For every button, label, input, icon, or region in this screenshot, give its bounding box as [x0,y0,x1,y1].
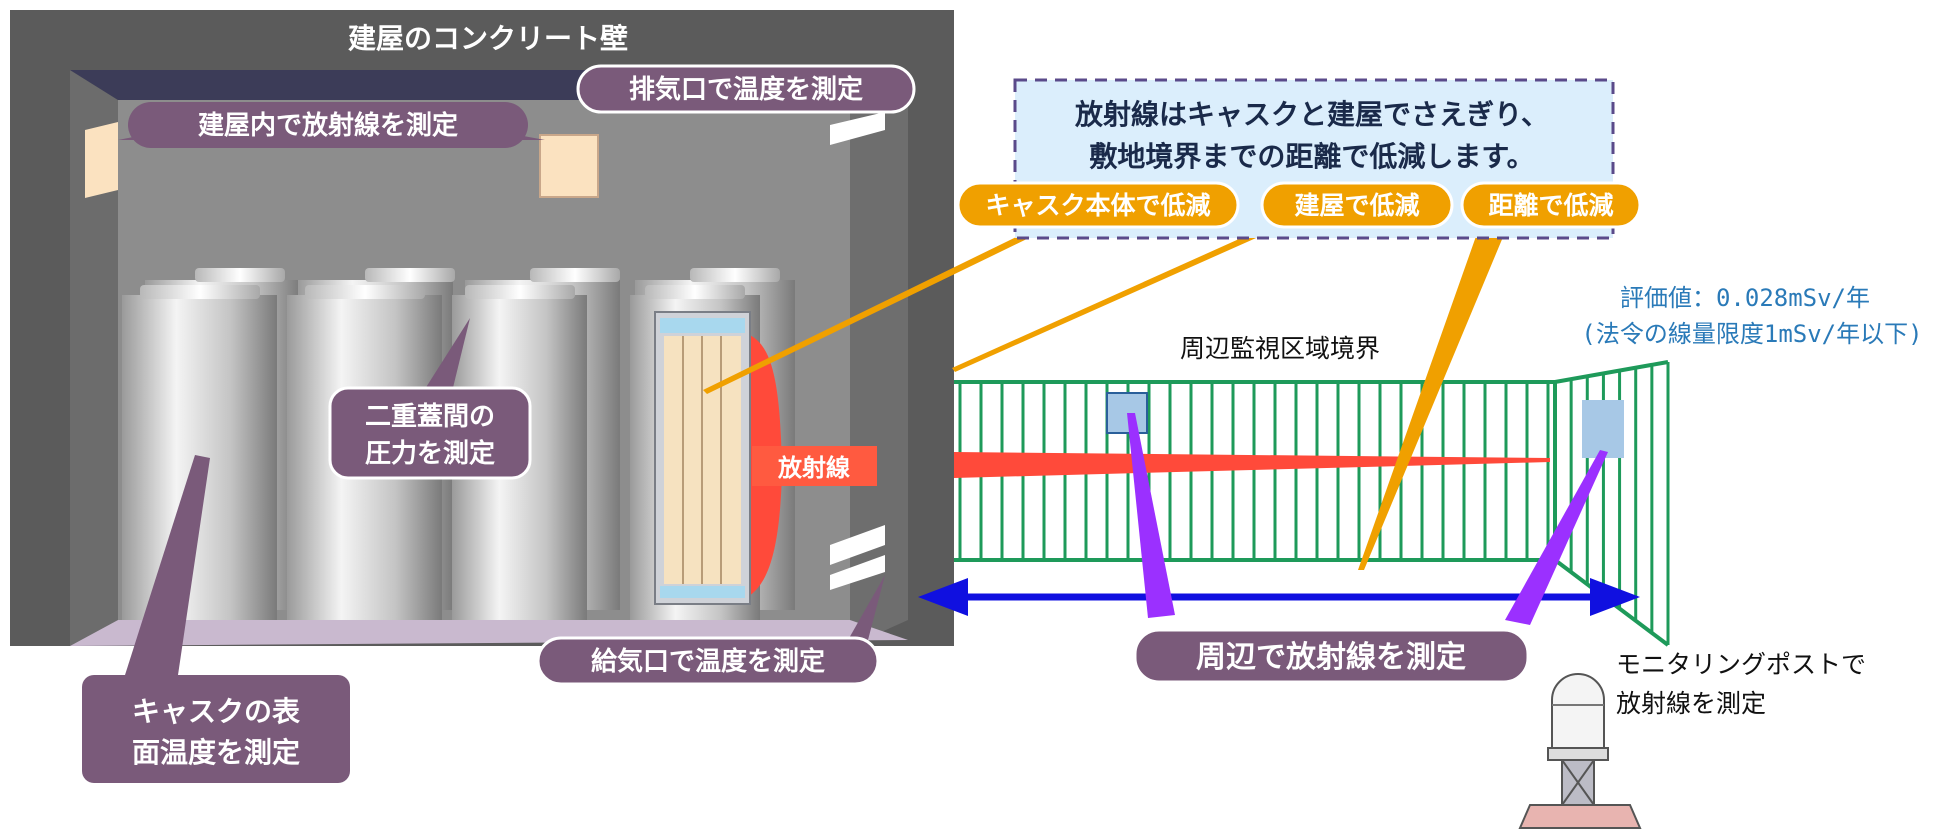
monitoring-post [1518,673,1642,829]
indicator-fence-detector [1127,413,1175,618]
back-cask-lid [195,268,285,282]
cask-lid [465,285,575,299]
intake-label: 給気口で温度を測定 [591,646,825,677]
cask-surface-label-box [82,675,350,783]
radiation-tag-box [752,446,877,486]
monitoring-post-label-line2: 放射線を測定 [1616,689,1766,718]
cask-lid [140,285,260,299]
exhaust-label-box [576,64,916,114]
right-inner-wall [850,70,908,646]
cask-top-plate [660,318,745,333]
cutaway-cask [630,285,782,620]
monitoring-post-brace [1561,759,1595,806]
lid-pressure-label-line1: 二重蓋間の [365,402,495,432]
cutaway-cask-lid [645,285,745,299]
indoor-radiation-label: 建屋内で放射線を測定 [198,110,458,141]
fence-side-top-rail [1554,360,1669,384]
distance-arrow [918,578,1640,616]
monitoring-post-label-line1: モニタリングポストで [1616,650,1866,679]
cask-surface-label-line1: キャスクの表 [132,695,300,728]
surround-label-box [1133,628,1530,684]
intake-vent-upper [830,525,885,565]
note-line2: 敷地境界までの距離で低減します。 [1089,140,1534,173]
cask-bottom-plate [660,586,745,598]
pointer-lid [418,318,470,400]
evaluation-value: 評価値：0.028mSv/年 [1620,284,1870,312]
leader-cask-reduction [703,218,1062,394]
tag-distance-reduction: 距離で低減 [1488,191,1613,220]
tag-building-reduction: 建屋で低減 [1294,191,1419,220]
tag-building-reduction-box [1260,181,1454,229]
wall-title: 建屋のコンクリート壁 [348,22,628,55]
pointer-intake [848,575,885,640]
lid-pressure-label-box [328,386,532,480]
note-line1: 放射線はキャスクと建屋でさえぎり、 [1074,98,1549,131]
back-cask-lid [365,268,455,282]
indicator-side-detector [1505,450,1608,625]
tag-cask-reduction-box [956,181,1240,229]
radiation-tag: 放射線 [777,454,850,482]
leader-distance-reduction [1358,225,1508,570]
surround-label: 周辺で放射線を測定 [1196,640,1466,675]
boundary-fence [954,360,1670,647]
legal-limit: (法令の線量限度1mSv/年以下) [1581,320,1922,348]
intake-label-box [536,636,880,686]
left-inner-wall [70,70,118,646]
fence-detector [1582,400,1624,458]
monitoring-post-dome [1551,673,1605,749]
intake-vent-lower [830,555,885,590]
monitoring-post-base [1518,804,1642,829]
distance-arrow-head-left [918,578,968,616]
tag-distance-reduction-box [1460,181,1642,229]
pointer-cask-surface [125,455,210,675]
cask-lid [305,285,425,299]
leader-building-reduction [952,217,1292,372]
exhaust-label: 排気口で温度を測定 [629,74,863,105]
cask-surface-label-line2: 面温度を測定 [132,736,300,769]
monitoring-post-collar [1547,747,1609,761]
radiation-beam [954,452,1550,478]
tag-cask-reduction: キャスク本体で低減 [985,191,1210,220]
indoor-radiation-label-box [128,102,528,148]
left-wall-detector [85,122,118,198]
exhaust-vent [830,112,885,145]
indoor-radiation-detector [539,134,599,198]
distance-arrow-head-right [1590,578,1640,616]
back-cask-lid [530,268,620,282]
lid-pressure-label-line2: 圧力を測定 [365,438,495,469]
back-cask-lid [690,268,780,282]
boundary-title: 周辺監視区域境界 [1180,334,1380,363]
